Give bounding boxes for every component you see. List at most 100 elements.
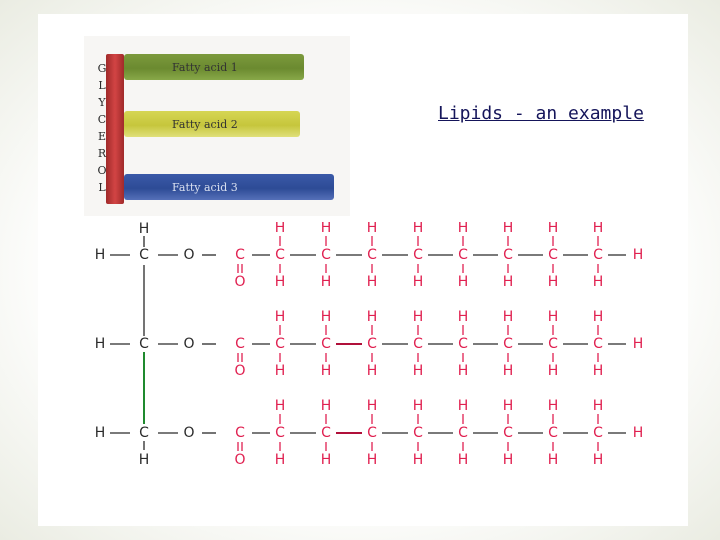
glycerol-hydrogen-atom: H bbox=[95, 247, 106, 263]
chain-carbon-atom: C bbox=[413, 247, 423, 263]
fatty-acid-1-label: Fatty acid 1 bbox=[172, 60, 238, 74]
fatty-acid-2-label: Fatty acid 2 bbox=[172, 117, 238, 131]
fatty-acid-1-bar: Fatty acid 1 bbox=[124, 54, 304, 80]
ester-oxygen-atom: O bbox=[234, 363, 245, 379]
chain-hydrogen-atom: H bbox=[593, 309, 604, 325]
chain-hydrogen-atom: H bbox=[321, 222, 332, 236]
chain-hydrogen-atom: H bbox=[413, 452, 424, 468]
chain-carbon-atom: C bbox=[593, 247, 603, 263]
chain-hydrogen-atom: H bbox=[548, 452, 559, 468]
fatty-acid-2-bar: Fatty acid 2 bbox=[124, 111, 300, 137]
chain-carbon-atom: C bbox=[367, 425, 377, 441]
chain-hydrogen-atom: H bbox=[503, 452, 514, 468]
chain-carbon-atom: C bbox=[458, 247, 468, 263]
chain-hydrogen-atom: H bbox=[548, 398, 559, 414]
chain-carbon-atom: C bbox=[413, 425, 423, 441]
chain-hydrogen-atom: H bbox=[321, 398, 332, 414]
chain-carbon-atom: C bbox=[321, 336, 331, 352]
chain-hydrogen-atom: H bbox=[321, 452, 332, 468]
chain-carbon-atom: C bbox=[321, 247, 331, 263]
chain-hydrogen-atom: H bbox=[275, 274, 286, 290]
chain-hydrogen-atom: H bbox=[367, 222, 378, 236]
chain-hydrogen-atom: H bbox=[275, 452, 286, 468]
terminal-hydrogen-atom: H bbox=[633, 247, 644, 263]
chain-hydrogen-atom: H bbox=[548, 274, 559, 290]
chain-carbon-atom: C bbox=[275, 247, 285, 263]
glycerol-hydrogen-atom: H bbox=[95, 336, 106, 352]
chain-hydrogen-atom: H bbox=[275, 309, 286, 325]
glycerol-hydrogen-atom: H bbox=[95, 425, 106, 441]
chain-carbon-atom: C bbox=[548, 425, 558, 441]
chain-hydrogen-atom: H bbox=[458, 363, 469, 379]
chain-hydrogen-atom: H bbox=[321, 363, 332, 379]
chain-hydrogen-atom: H bbox=[458, 452, 469, 468]
chain-hydrogen-atom: H bbox=[413, 274, 424, 290]
glycerol-carbon-atom: C bbox=[139, 425, 149, 441]
chain-hydrogen-atom: H bbox=[458, 274, 469, 290]
chain-hydrogen-atom: H bbox=[593, 222, 604, 236]
chain-carbon-atom: C bbox=[367, 247, 377, 263]
glycerol-letter: Y bbox=[98, 96, 106, 109]
chain-hydrogen-atom: H bbox=[367, 398, 378, 414]
glycerol-oxygen-atom: O bbox=[183, 425, 194, 441]
chain-hydrogen-atom: H bbox=[413, 222, 424, 236]
chain-carbon-atom: C bbox=[413, 336, 423, 352]
glycerol-hydrogen-atom: H bbox=[139, 452, 150, 468]
chain-hydrogen-atom: H bbox=[458, 309, 469, 325]
chain-hydrogen-atom: H bbox=[593, 398, 604, 414]
fatty-acid-3-bar: Fatty acid 3 bbox=[124, 174, 334, 200]
chain-hydrogen-atom: H bbox=[503, 222, 514, 236]
glycerol-hydrogen-atom: H bbox=[139, 222, 150, 237]
chain-carbon-atom: C bbox=[548, 336, 558, 352]
chain-hydrogen-atom: H bbox=[413, 398, 424, 414]
chain-hydrogen-atom: H bbox=[503, 398, 514, 414]
chain-hydrogen-atom: H bbox=[548, 222, 559, 236]
chain-carbon-atom: C bbox=[458, 425, 468, 441]
chain-carbon-atom: C bbox=[321, 425, 331, 441]
glycerol-letter: L bbox=[98, 79, 106, 92]
ester-carbon-atom: C bbox=[235, 247, 245, 263]
glycerol-letter: E bbox=[97, 130, 107, 143]
glycerol-letter: L bbox=[98, 181, 106, 194]
glycerol-carbon-atom: C bbox=[139, 336, 149, 352]
chain-hydrogen-atom: H bbox=[413, 309, 424, 325]
chain-carbon-atom: C bbox=[367, 336, 377, 352]
chain-hydrogen-atom: H bbox=[548, 363, 559, 379]
chain-hydrogen-atom: H bbox=[275, 363, 286, 379]
glycerol-backbone-bar bbox=[106, 54, 124, 204]
chain-hydrogen-atom: H bbox=[275, 222, 286, 236]
chain-hydrogen-atom: H bbox=[458, 398, 469, 414]
glycerol-oxygen-atom: O bbox=[183, 336, 194, 352]
chain-hydrogen-atom: H bbox=[413, 363, 424, 379]
chain-hydrogen-atom: H bbox=[367, 363, 378, 379]
chain-carbon-atom: C bbox=[593, 336, 603, 352]
chain-hydrogen-atom: H bbox=[367, 452, 378, 468]
chain-carbon-atom: C bbox=[458, 336, 468, 352]
glycerol-letter: R bbox=[97, 147, 107, 160]
glycerol-letter: O bbox=[97, 164, 107, 177]
chain-carbon-atom: C bbox=[275, 425, 285, 441]
chain-carbon-atom: C bbox=[503, 425, 513, 441]
chain-carbon-atom: C bbox=[275, 336, 285, 352]
chain-carbon-atom: C bbox=[548, 247, 558, 263]
chain-hydrogen-atom: H bbox=[367, 309, 378, 325]
chain-hydrogen-atom: H bbox=[321, 309, 332, 325]
ester-carbon-atom: C bbox=[235, 425, 245, 441]
chain-hydrogen-atom: H bbox=[458, 222, 469, 236]
chain-hydrogen-atom: H bbox=[367, 274, 378, 290]
chain-hydrogen-atom: H bbox=[548, 309, 559, 325]
ester-oxygen-atom: O bbox=[234, 452, 245, 468]
chain-hydrogen-atom: H bbox=[275, 398, 286, 414]
chain-carbon-atom: C bbox=[503, 336, 513, 352]
chain-hydrogen-atom: H bbox=[503, 274, 514, 290]
glycerol-fatty-acid-illustration: G L Y C E R O L Fatty acid 1 Fatty acid … bbox=[84, 36, 350, 216]
chain-hydrogen-atom: H bbox=[321, 274, 332, 290]
ester-carbon-atom: C bbox=[235, 336, 245, 352]
fatty-acid-3-label: Fatty acid 3 bbox=[172, 180, 238, 194]
ester-oxygen-atom: O bbox=[234, 274, 245, 290]
slide-title: Lipids - an example bbox=[438, 103, 644, 124]
chain-hydrogen-atom: H bbox=[593, 274, 604, 290]
chain-carbon-atom: C bbox=[503, 247, 513, 263]
